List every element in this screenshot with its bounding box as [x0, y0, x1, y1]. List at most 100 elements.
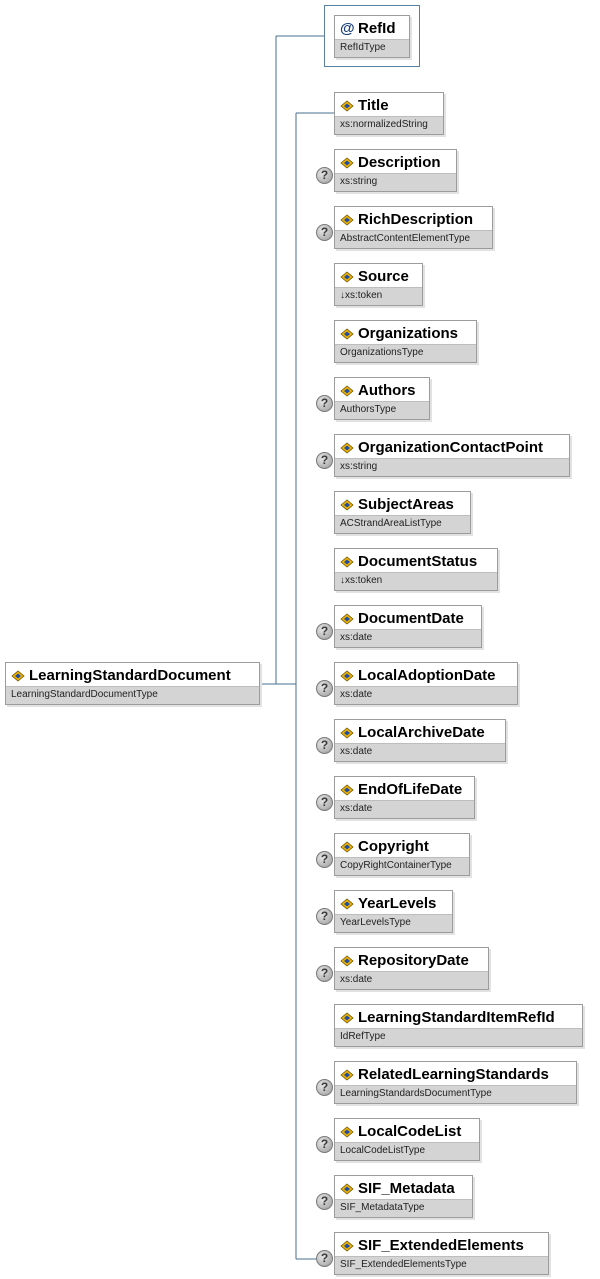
optional-question-icon: ? [316, 680, 333, 697]
child-element-name: Description [358, 154, 441, 171]
element-icon [340, 498, 354, 511]
child-element-name: SIF_ExtendedElements [358, 1237, 524, 1254]
element-icon [340, 270, 354, 283]
child-element-type: xs:date [335, 971, 488, 989]
element-icon [340, 783, 354, 796]
child-element-type: AbstractContentElementType [335, 230, 492, 248]
child-element-type: xs:date [335, 743, 505, 761]
child-element-name: LearningStandardItemRefId [358, 1009, 555, 1026]
optional-question-icon: ? [316, 1193, 333, 1210]
child-element-name: EndOfLifeDate [358, 781, 463, 798]
element-icon [340, 327, 354, 340]
element-icon [340, 1068, 354, 1081]
child-element-box[interactable]: DocumentStatus ↓xs:token [334, 548, 498, 591]
child-element-type: OrganizationsType [335, 344, 476, 362]
child-element-type: SIF_ExtendedElementsType [335, 1256, 548, 1274]
child-element-name: DocumentDate [358, 610, 464, 627]
child-element-name: DocumentStatus [358, 553, 478, 570]
root-element-box[interactable]: LearningStandardDocument LearningStandar… [5, 662, 260, 705]
child-element-box[interactable]: Source ↓xs:token [334, 263, 423, 306]
child-element-name: SubjectAreas [358, 496, 454, 513]
optional-question-icon: ? [316, 167, 333, 184]
child-element-type: LearningStandardsDocumentType [335, 1085, 576, 1103]
child-element-box[interactable]: Title xs:normalizedString [334, 92, 444, 135]
element-icon [340, 1239, 354, 1252]
element-icon [340, 384, 354, 397]
element-icon [340, 726, 354, 739]
child-element-box[interactable]: LocalAdoptionDate xs:date [334, 662, 518, 705]
element-icon [340, 555, 354, 568]
optional-question-icon: ? [316, 395, 333, 412]
element-icon [340, 897, 354, 910]
optional-question-icon: ? [316, 1250, 333, 1267]
child-element-box[interactable]: Description xs:string [334, 149, 457, 192]
child-element-name: SIF_Metadata [358, 1180, 455, 1197]
child-element-type: ↓xs:token [335, 572, 497, 590]
child-element-type: xs:string [335, 173, 456, 191]
optional-question-icon: ? [316, 965, 333, 982]
optional-question-icon: ? [316, 1136, 333, 1153]
child-element-type: xs:string [335, 458, 569, 476]
optional-question-icon: ? [316, 224, 333, 241]
child-element-box[interactable]: EndOfLifeDate xs:date [334, 776, 475, 819]
element-icon [340, 840, 354, 853]
child-element-type: LocalCodeListType [335, 1142, 479, 1160]
optional-question-icon: ? [316, 1079, 333, 1096]
child-element-type: ACStrandAreaListType [335, 515, 470, 533]
root-element-type: LearningStandardDocumentType [6, 686, 259, 704]
child-element-name: Title [358, 97, 389, 114]
child-element-type: CopyRightContainerType [335, 857, 469, 875]
attribute-name: RefId [358, 20, 396, 37]
child-element-name: RichDescription [358, 211, 474, 228]
optional-question-icon: ? [316, 737, 333, 754]
element-icon [11, 669, 25, 682]
child-element-box[interactable]: DocumentDate xs:date [334, 605, 482, 648]
child-element-type: AuthorsType [335, 401, 429, 419]
child-element-name: LocalAdoptionDate [358, 667, 496, 684]
element-icon [340, 612, 354, 625]
child-element-type: xs:date [335, 686, 517, 704]
element-icon [340, 1011, 354, 1024]
child-element-type: IdRefType [335, 1028, 582, 1046]
child-element-box[interactable]: LocalArchiveDate xs:date [334, 719, 506, 762]
child-element-type: xs:normalizedString [335, 116, 443, 134]
element-icon [340, 441, 354, 454]
element-icon [340, 954, 354, 967]
child-element-type: ↓xs:token [335, 287, 422, 305]
child-element-name: LocalCodeList [358, 1123, 462, 1140]
root-element-name: LearningStandardDocument [29, 667, 231, 684]
child-element-type: xs:date [335, 629, 481, 647]
child-element-type: YearLevelsType [335, 914, 452, 932]
child-element-name: LocalArchiveDate [358, 724, 485, 741]
element-icon [340, 669, 354, 682]
child-element-type: xs:date [335, 800, 474, 818]
child-element-name: RelatedLearningStandards [358, 1066, 549, 1083]
optional-question-icon: ? [316, 851, 333, 868]
child-element-name: Source [358, 268, 409, 285]
element-icon [340, 99, 354, 112]
optional-question-icon: ? [316, 623, 333, 640]
attribute-box-refid[interactable]: @ RefId RefIdType [334, 15, 410, 58]
element-icon [340, 156, 354, 169]
element-icon [340, 213, 354, 226]
child-element-name: Copyright [358, 838, 429, 855]
child-element-type: SIF_MetadataType [335, 1199, 472, 1217]
optional-question-icon: ? [316, 908, 333, 925]
element-icon [340, 1125, 354, 1138]
child-element-name: RepositoryDate [358, 952, 469, 969]
child-element-box[interactable]: RepositoryDate xs:date [334, 947, 489, 990]
